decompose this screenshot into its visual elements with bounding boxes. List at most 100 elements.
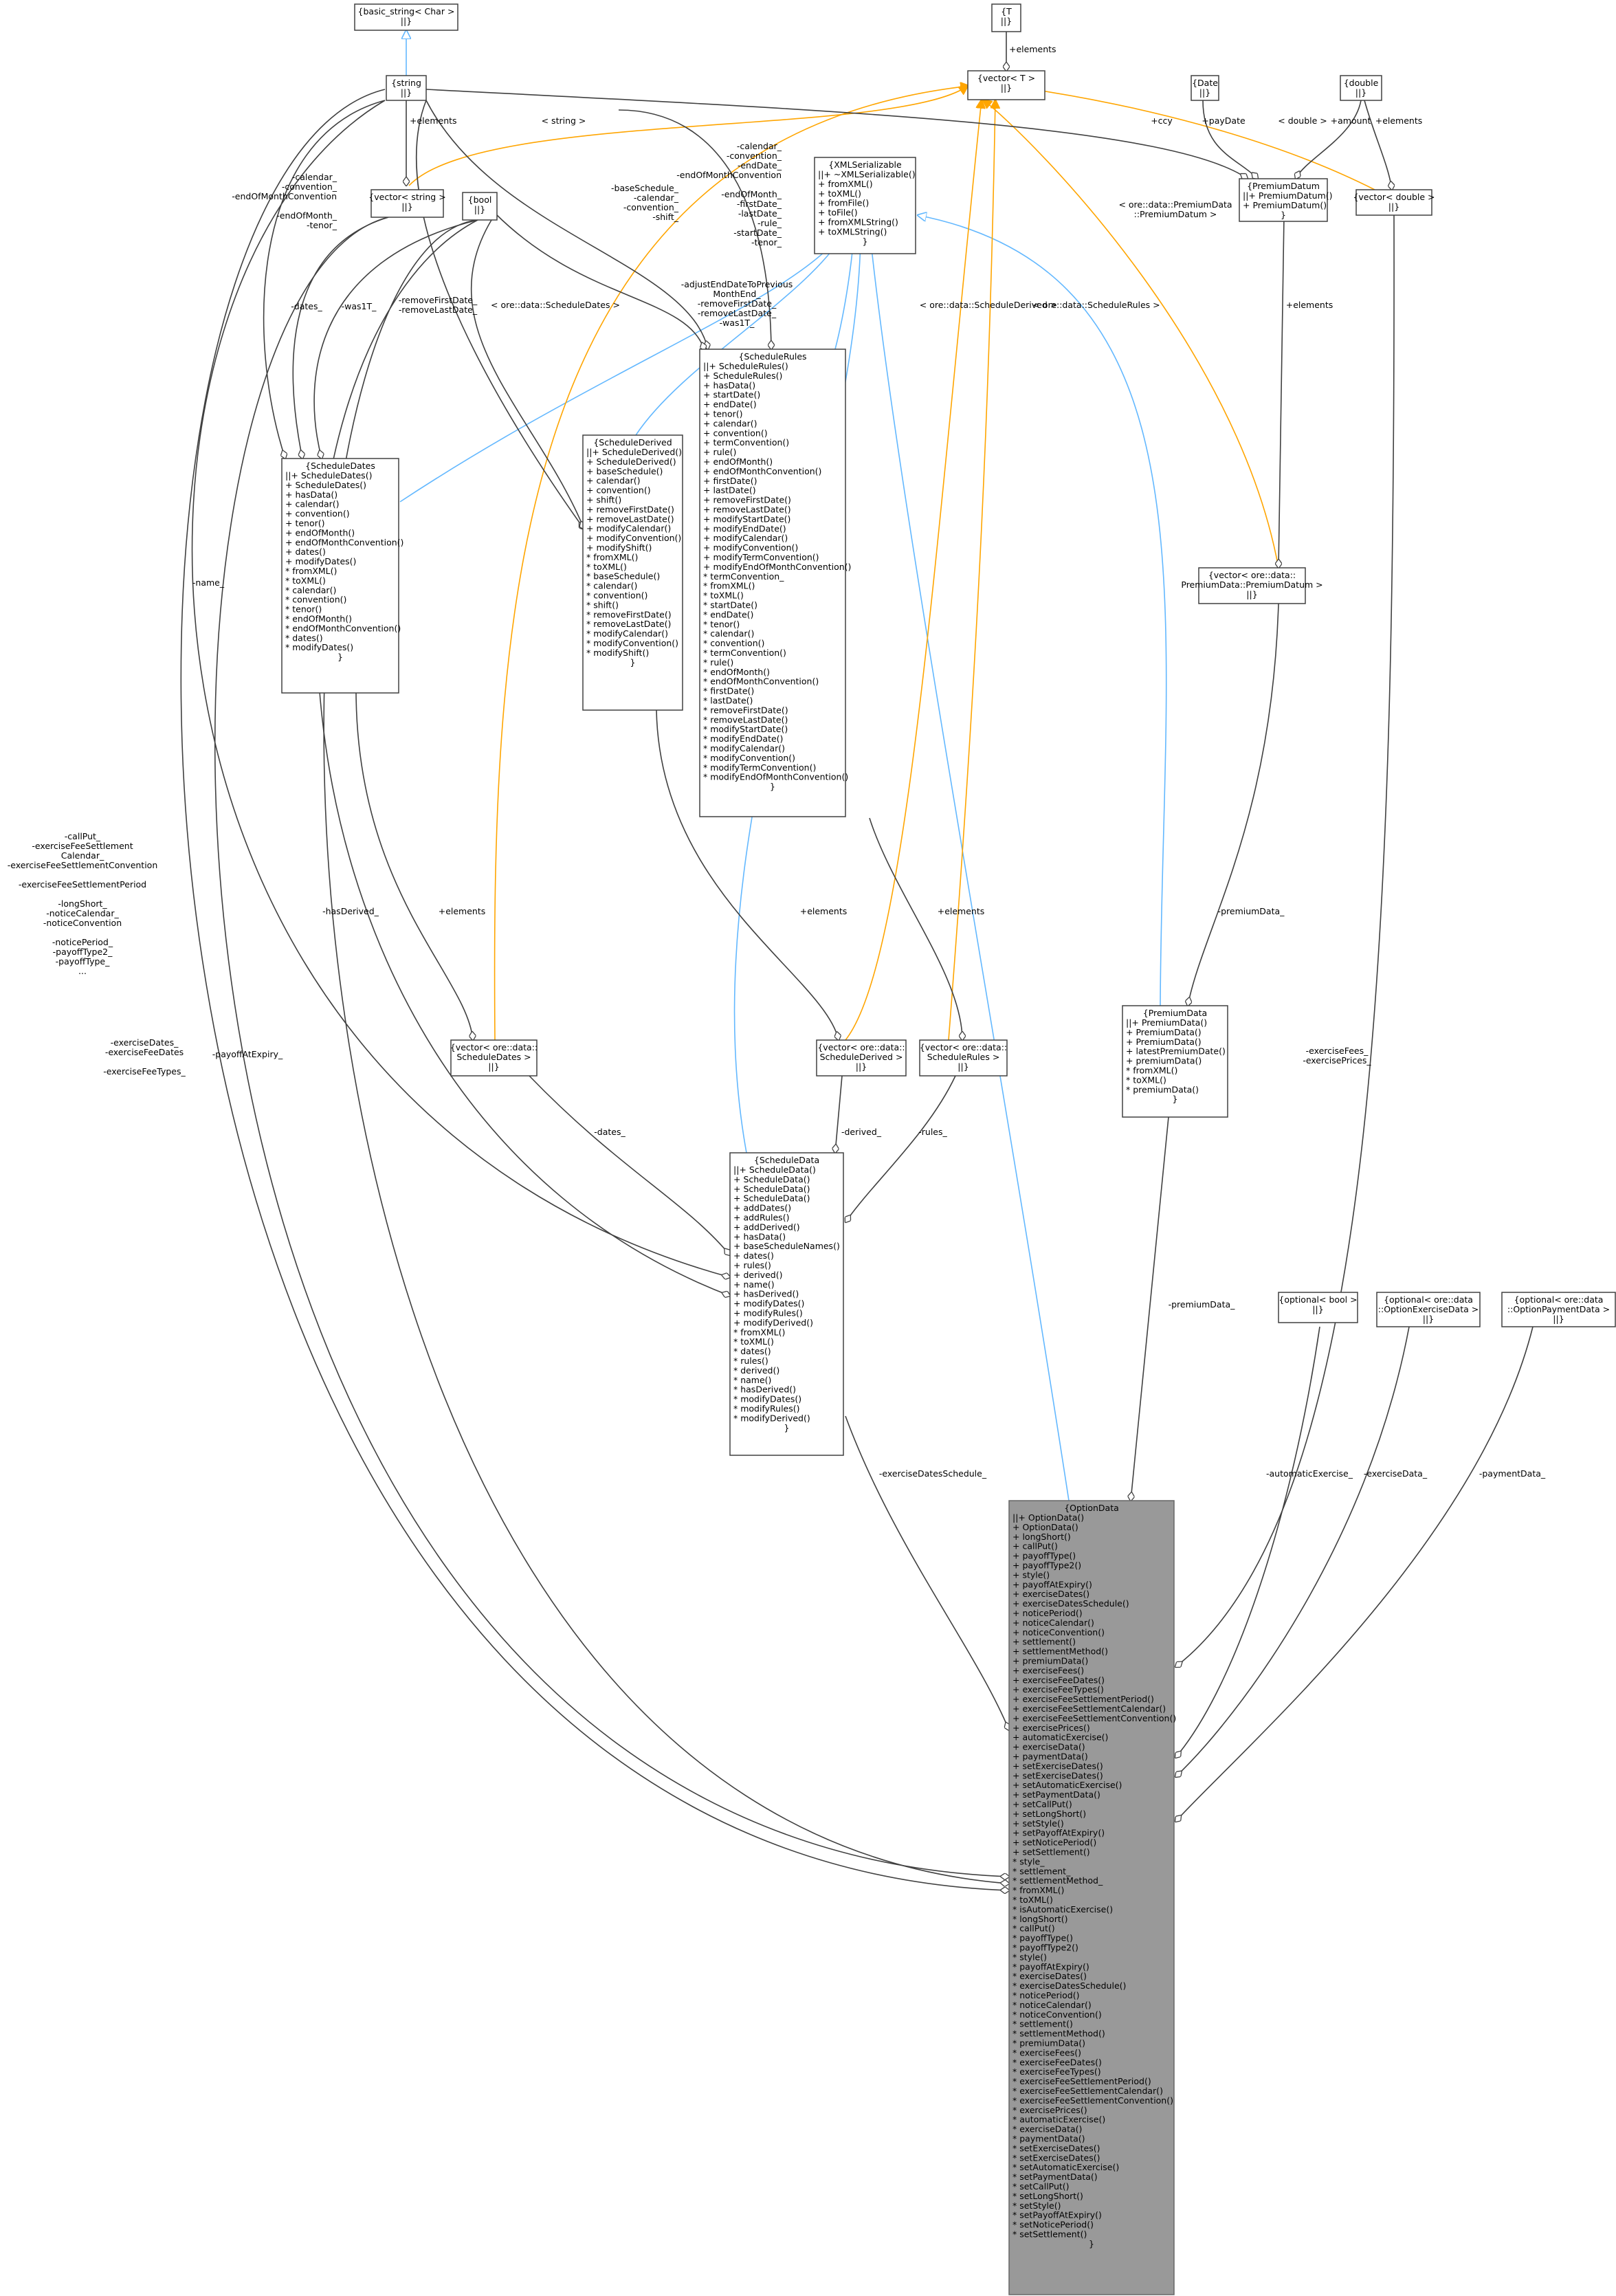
- class-node-vector-premiumdatum[interactable]: {vector< ore::data::PremiumData::Premium…: [1181, 567, 1323, 604]
- class-member-text: + tenor(): [703, 409, 743, 419]
- class-node-box: [967, 70, 1045, 100]
- class-node-basic-string[interactable]: {basic_string< Char >||}: [354, 3, 458, 31]
- class-member-text: {vector< ore::data::: [920, 1042, 1007, 1052]
- class-node-schedulederived[interactable]: {ScheduleDerived||+ ScheduleDerived()+ S…: [582, 434, 683, 711]
- class-member-text: + paymentData(): [1012, 1752, 1088, 1762]
- diagram-nodes: {basic_string< Char >||}{T||}{vector< T …: [281, 3, 1616, 2295]
- class-member-text: + fromXMLString(): [818, 217, 898, 228]
- class-member-text: + hasData(): [285, 489, 337, 500]
- class-member-text: + exerciseFeeSettlementConvention(): [1012, 1713, 1176, 1723]
- class-node-optional-payment[interactable]: {optional< ore::data::OptionPaymentData …: [1501, 1292, 1616, 1327]
- edge-label-vsr-elements: +elements: [938, 906, 985, 916]
- class-member-text: + baseSchedule(): [586, 466, 663, 476]
- class-member-text: * exerciseFeeSettlementConvention(): [1012, 2095, 1173, 2106]
- class-member-text: ScheduleRules >: [927, 1052, 1000, 1062]
- class-node-optiondata[interactable]: {OptionData||+ OptionData()+ OptionData(…: [1008, 1500, 1176, 2295]
- edge-vsr-scheduledata: [845, 1075, 956, 1222]
- class-node-date[interactable]: {Date||}: [1191, 75, 1219, 101]
- edge-label-amount: +amount: [1331, 115, 1371, 126]
- class-member-text: * automaticExercise(): [1012, 2115, 1105, 2125]
- class-member-text: * tenor(): [285, 604, 322, 615]
- class-member-text: * callPut(): [1012, 1923, 1055, 1934]
- class-member-text: + modifyDates(): [285, 556, 356, 566]
- class-member-text: * removeLastDate(): [703, 714, 788, 725]
- class-member-text: {basic_string< Char >: [358, 6, 455, 16]
- class-member-text: + endOfMonthConvention(): [285, 537, 403, 547]
- edge-label-payoffatexpiry: -payoffAtExpiry_: [212, 1049, 283, 1059]
- class-node-vector-double[interactable]: {vector< double >||}: [1353, 189, 1435, 216]
- edge-label-paymentdata: -paymentData_: [1479, 1468, 1546, 1479]
- class-member-text: + noticeConvention(): [1012, 1627, 1105, 1637]
- class-node-vector-string[interactable]: {vector< string >||}: [368, 189, 446, 218]
- class-member-text: + dates(): [733, 1250, 774, 1261]
- edge-string-scheduledates: [263, 100, 386, 459]
- class-member-text: + automaticExercise(): [1012, 1732, 1108, 1743]
- class-node-box: [386, 75, 427, 101]
- class-member-text: }: [1281, 210, 1286, 220]
- edge-label-sd-was1t: -was1T_: [342, 301, 377, 311]
- class-member-text: ||}: [401, 201, 412, 212]
- class-member-text: * rules(): [733, 1356, 768, 1366]
- class-member-text: * fromXML(): [1012, 1885, 1064, 1895]
- class-node-box: [462, 192, 498, 221]
- class-node-optional-bool[interactable]: {optional< bool >||}: [1278, 1292, 1358, 1323]
- class-member-text: * setSettlement(): [1012, 2229, 1087, 2240]
- class-member-text: * removeFirstDate(): [703, 705, 788, 715]
- class-member-text: ||}: [1001, 82, 1012, 93]
- class-member-text: * convention(): [285, 595, 346, 605]
- class-member-text: * derived(): [733, 1365, 779, 1376]
- class-member-text: + setPaymentData(): [1012, 1789, 1100, 1800]
- class-node-vector-schedulerules[interactable]: {vector< ore::data::ScheduleRules >||}: [919, 1039, 1008, 1077]
- class-member-text: }: [630, 657, 636, 667]
- class-node-vector-schedulederived[interactable]: {vector< ore::data::ScheduleDerived >||}: [816, 1039, 907, 1077]
- class-member-text: {ScheduleData: [754, 1155, 819, 1165]
- class-member-text: + PremiumData(): [1126, 1037, 1202, 1047]
- class-member-text: + settlementMethod(): [1012, 1646, 1108, 1657]
- class-node-vectort[interactable]: {vector< T >||}: [967, 70, 1045, 100]
- class-member-text: * calendar(): [586, 581, 637, 591]
- edge-schedulerules-vector: [948, 100, 995, 1041]
- class-member-text: * setStyle(): [1012, 2200, 1061, 2211]
- class-member-text: * fromXML(): [733, 1327, 785, 1337]
- class-node-box: [699, 349, 846, 817]
- class-member-text: ||+ PremiumData(): [1126, 1017, 1207, 1028]
- class-member-text: * exerciseFeeDates(): [1012, 2057, 1102, 2067]
- class-member-text: + endDate(): [703, 399, 757, 410]
- class-node-xmlserializable[interactable]: {XMLSerializable||+ ~XMLSerializable()+ …: [814, 157, 916, 254]
- class-node-vector-scheduledates[interactable]: {vector< ore::data::ScheduleDates >||}: [450, 1039, 538, 1077]
- edge-vdouble-optiondata: [1175, 214, 1395, 1667]
- class-node-box: [1340, 75, 1382, 101]
- class-member-text: * fromXML(): [285, 566, 337, 576]
- edge-label-premiumdatum-elements: +elements: [1286, 300, 1333, 310]
- class-node-premiumdata[interactable]: {PremiumData||+ PremiumData() + PremiumDa…: [1122, 1005, 1228, 1118]
- class-member-text: + callPut(): [1012, 1541, 1058, 1552]
- class-member-text: * payoffType(): [1012, 1933, 1073, 1943]
- edge-label-sr-string: -calendar_-convention_-endDate_-endOfMon…: [676, 141, 782, 247]
- edge-label-sd-string: -calendar_-convention_-endOfMonthConvent…: [232, 172, 337, 230]
- edge-label-srules-tmpl: < ore::data::ScheduleRules >: [1032, 300, 1160, 310]
- class-node-optional-exercise[interactable]: {optional< ore::data::OptionExerciseData…: [1376, 1292, 1481, 1327]
- class-member-text: {optional< ore::data: [1384, 1294, 1473, 1305]
- class-member-text: + addDerived(): [733, 1222, 800, 1232]
- class-node-double[interactable]: {double||}: [1340, 75, 1382, 101]
- class-member-text: + derived(): [733, 1270, 782, 1280]
- class-member-text: * baseSchedule(): [586, 571, 660, 582]
- edge-label-premiumdata: -premiumData_: [1169, 1299, 1236, 1310]
- class-node-schedulerules[interactable]: {ScheduleRules||+ ScheduleRules()+ Sched…: [699, 349, 851, 817]
- class-node-bool[interactable]: {bool||}: [462, 192, 498, 221]
- class-node-string[interactable]: {string||}: [386, 75, 427, 101]
- class-node-box: [991, 3, 1021, 32]
- class-node-t[interactable]: {T||}: [991, 3, 1021, 32]
- class-member-text: + toFile(): [818, 208, 858, 218]
- class-member-text: {PremiumData: [1143, 1008, 1207, 1018]
- class-member-text: ||+ OptionData(): [1012, 1512, 1084, 1523]
- edge-label-sderived-tmpl: < ore::data::ScheduleDerived >: [920, 300, 1058, 310]
- class-node-scheduledates[interactable]: {ScheduleDates||+ ScheduleDates()+ Sched…: [281, 458, 403, 694]
- class-member-text: + hasData(): [703, 380, 755, 390]
- class-member-text: * modifyRules(): [733, 1404, 800, 1414]
- class-member-text: + premiumData(): [1012, 1656, 1088, 1666]
- class-node-scheduledata[interactable]: {ScheduleData||+ ScheduleData()+ Schedul…: [729, 1152, 844, 1456]
- class-member-text: + ScheduleDerived(): [586, 456, 676, 467]
- class-node-premiumdatum[interactable]: {PremiumDatum||+ PremiumDatum()+ Premium…: [1239, 178, 1333, 222]
- class-member-text: {optional< ore::data: [1514, 1294, 1604, 1305]
